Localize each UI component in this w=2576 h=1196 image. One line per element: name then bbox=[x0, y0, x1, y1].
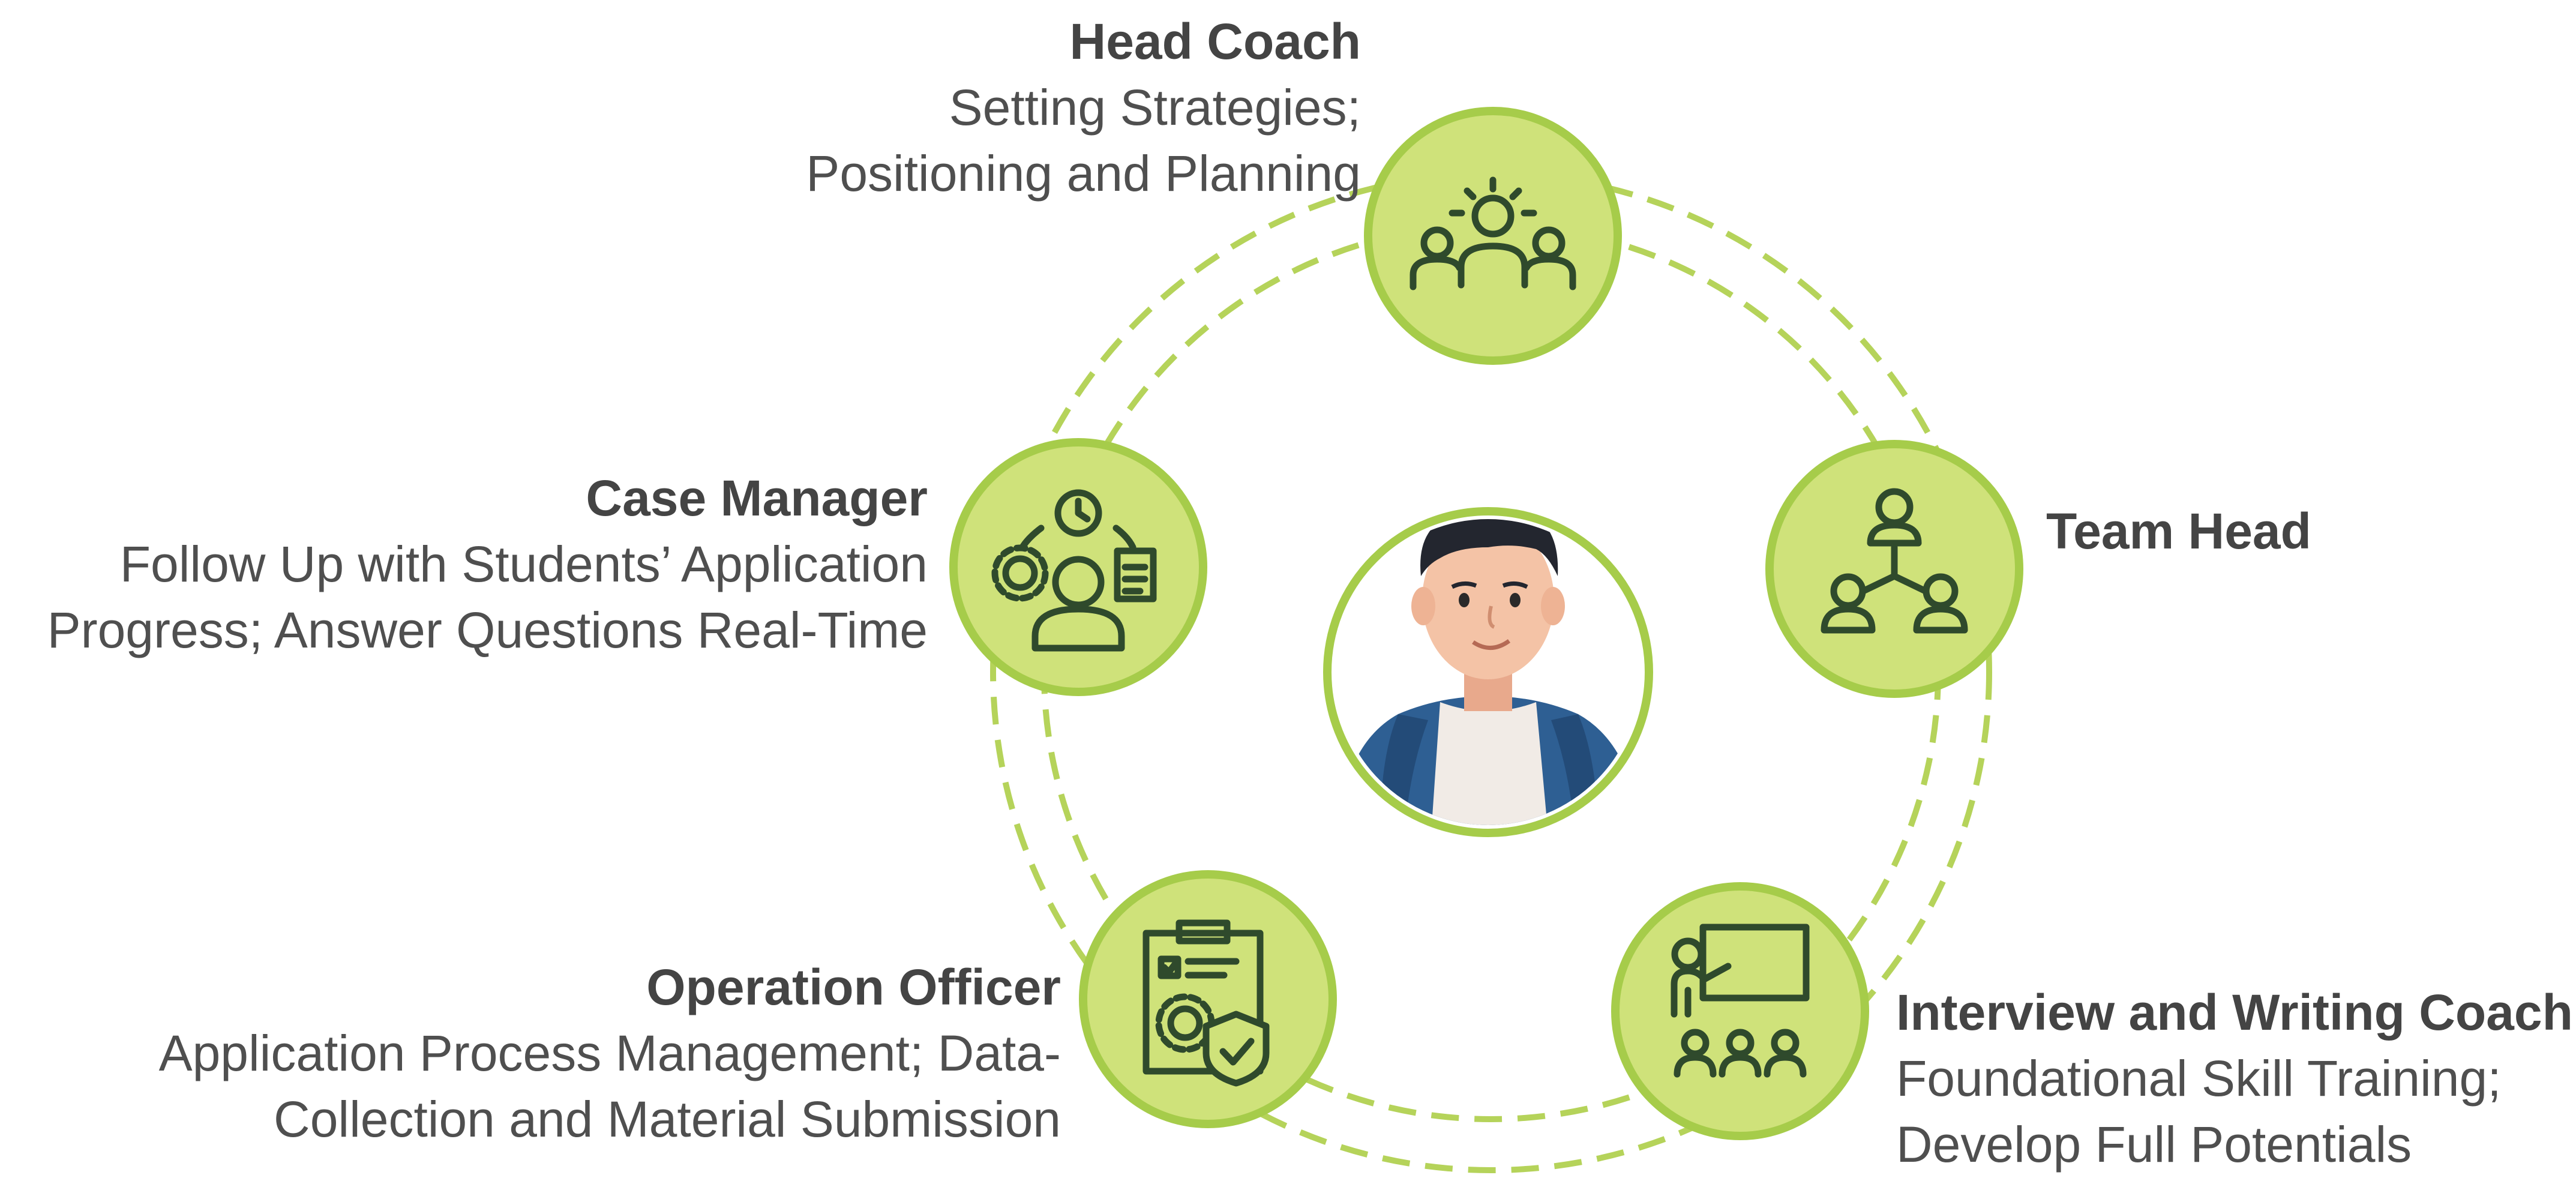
head-coach-desc-line-2: Positioning and Planning bbox=[806, 145, 1361, 202]
case-manager-desc-line-2: Progress; Answer Questions Real-Time bbox=[47, 602, 928, 658]
label-operation-officer: Operation Officer Application Process Ma… bbox=[0, 954, 1061, 1152]
case-manager-desc-line-1: Follow Up with Students’ Application bbox=[119, 536, 928, 592]
head-coach-desc-line-1: Setting Strategies; bbox=[949, 79, 1361, 136]
student-avatar-icon bbox=[1338, 519, 1641, 825]
team-leader-icon bbox=[1410, 176, 1576, 290]
interview-writing-coach-desc-line-2: Develop Full Potentials bbox=[1896, 1116, 2412, 1173]
hierarchy-network-icon bbox=[1821, 488, 1968, 634]
node-team-head bbox=[1765, 440, 2023, 698]
label-head-coach: Head Coach Setting Strategies; Positioni… bbox=[521, 8, 1361, 206]
team-head-title: Team Head bbox=[2046, 503, 2311, 559]
operation-officer-desc-line-2: Collection and Material Submission bbox=[274, 1091, 1061, 1147]
label-case-manager: Case Manager Follow Up with Students’ Ap… bbox=[0, 465, 928, 663]
node-operation-officer bbox=[1079, 870, 1337, 1128]
label-interview-writing-coach: Interview and Writing Coach Foundational… bbox=[1896, 979, 2576, 1177]
node-operation-officer-circle bbox=[1079, 870, 1337, 1128]
operation-officer-desc-line-1: Application Process Management; Data- bbox=[158, 1025, 1061, 1081]
node-case-manager bbox=[949, 438, 1207, 696]
center-avatar bbox=[1323, 507, 1653, 837]
label-team-head: Team Head bbox=[2046, 498, 2576, 564]
node-interview-writing-coach-circle bbox=[1611, 882, 1869, 1140]
interview-writing-coach-title: Interview and Writing Coach bbox=[1896, 984, 2573, 1041]
manager-tasks-icon bbox=[991, 489, 1157, 652]
teacher-board-icon bbox=[1671, 924, 1810, 1078]
operation-officer-title: Operation Officer bbox=[646, 959, 1061, 1015]
checklist-shield-icon bbox=[1142, 919, 1270, 1087]
node-interview-writing-coach bbox=[1611, 882, 1869, 1140]
head-coach-title: Head Coach bbox=[1069, 13, 1361, 70]
interview-writing-coach-desc-line-1: Foundational Skill Training; bbox=[1896, 1050, 2502, 1107]
node-head-coach bbox=[1364, 107, 1622, 365]
case-manager-title: Case Manager bbox=[586, 470, 928, 526]
node-case-manager-circle bbox=[949, 438, 1207, 696]
